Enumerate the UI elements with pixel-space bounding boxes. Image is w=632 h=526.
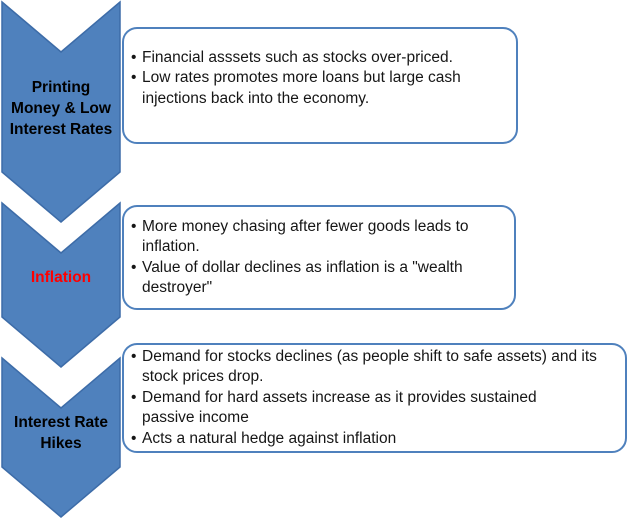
bullet-marker: • bbox=[131, 217, 137, 235]
bullet-marker: • bbox=[131, 429, 137, 447]
bullet-item: • More money chasing after fewer goods l… bbox=[131, 217, 500, 258]
chevron-arrow-step-3 bbox=[1, 356, 121, 518]
bullet-marker: • bbox=[131, 258, 137, 276]
bullet-marker: • bbox=[131, 48, 137, 66]
bullet-text: Demand for stocks declines (as people sh… bbox=[142, 347, 597, 386]
bullet-item: • Demand for stocks declines (as people … bbox=[131, 347, 611, 388]
chevron-column bbox=[1, 0, 121, 518]
step-label-interest-rate-hikes: Interest Rate Hikes bbox=[14, 414, 108, 452]
bullet-item: • Demand for hard assets increase as it … bbox=[131, 388, 611, 429]
bullet-text: More money chasing after fewer goods lea… bbox=[142, 217, 469, 256]
bullet-text: Demand for hard assets increase as it pr… bbox=[142, 388, 537, 427]
bullet-text: Value of dollar declines as inflation is… bbox=[142, 258, 463, 297]
callout-box-step-3: • Demand for stocks declines (as people … bbox=[122, 343, 627, 453]
bullet-item: • Acts a natural hedge against inflation bbox=[131, 429, 611, 450]
step-label-inflation: Inflation bbox=[30, 269, 92, 286]
step-label-printing-money: Printing Money & Low Interest Rates bbox=[9, 79, 113, 138]
bullet-marker: • bbox=[131, 388, 137, 406]
bullet-list: • More money chasing after fewer goods l… bbox=[131, 217, 500, 299]
bullet-text: Acts a natural hedge against inflation bbox=[142, 429, 397, 447]
bullet-marker: • bbox=[131, 347, 137, 365]
callout-box-step-1: • Financial asssets such as stocks over-… bbox=[122, 27, 518, 144]
bullet-item: • Low rates promotes more loans but larg… bbox=[131, 68, 502, 109]
bullet-list: • Demand for stocks declines (as people … bbox=[131, 347, 611, 450]
bullet-list: • Financial asssets such as stocks over-… bbox=[131, 48, 502, 110]
chevron-arrow-step-2 bbox=[1, 201, 121, 368]
callout-box-step-2: • More money chasing after fewer goods l… bbox=[122, 205, 516, 310]
bullet-text: Low rates promotes more loans but large … bbox=[142, 69, 461, 107]
chevron-arrow-step-1 bbox=[1, 0, 121, 223]
bullet-item: • Value of dollar declines as inflation … bbox=[131, 258, 500, 299]
bullet-text: Financial asssets such as stocks over-pr… bbox=[142, 48, 453, 66]
bullet-marker: • bbox=[131, 69, 137, 87]
bullet-item: • Financial asssets such as stocks over-… bbox=[131, 48, 502, 69]
